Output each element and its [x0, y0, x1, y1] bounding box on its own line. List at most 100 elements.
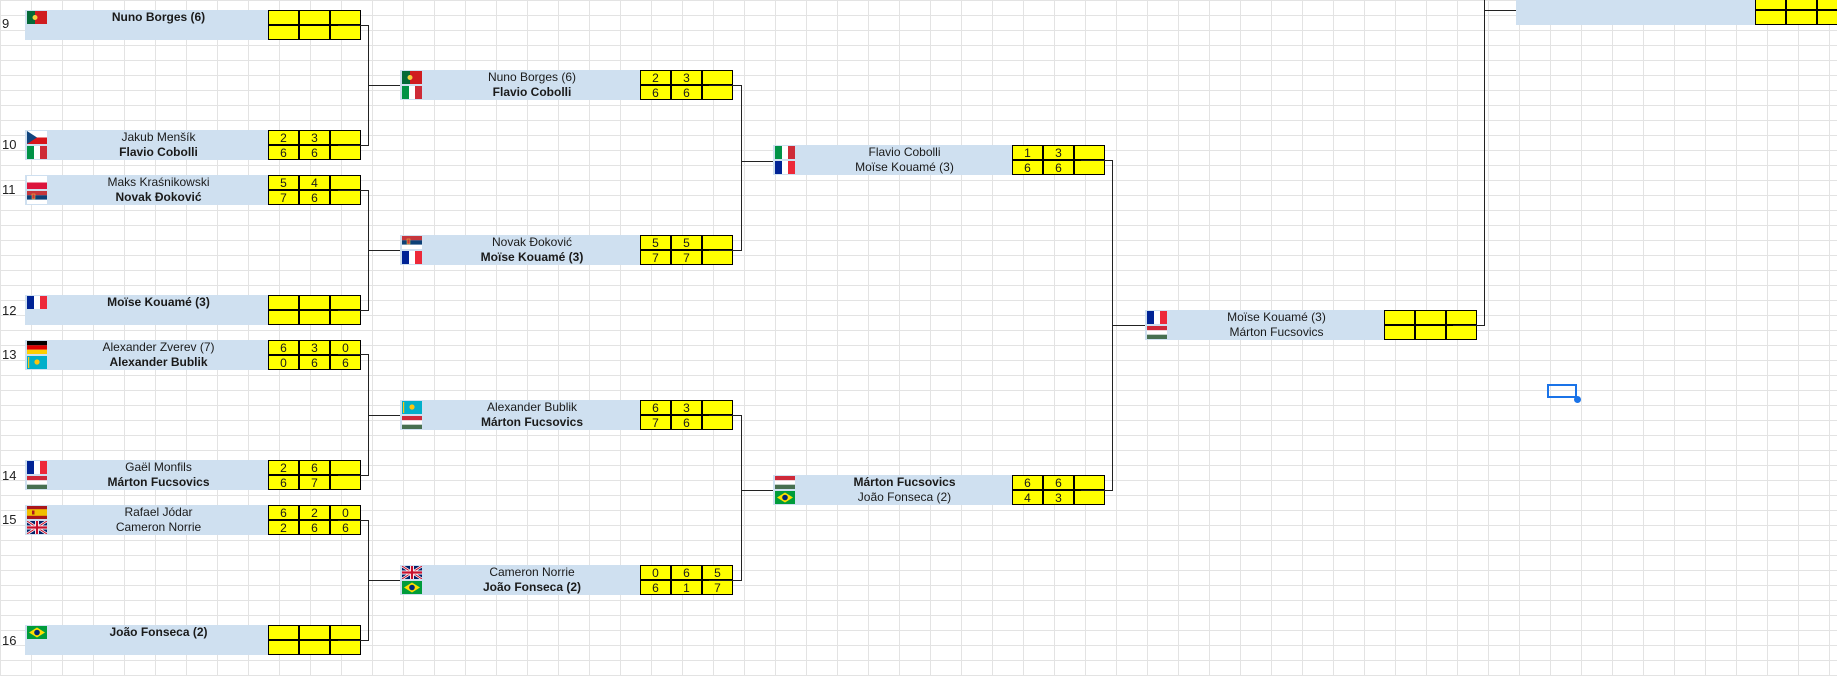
player-name[interactable]: Nuno Borges (6)	[49, 10, 268, 25]
set-score-cell[interactable]	[330, 130, 361, 145]
set-score-cell[interactable]: 3	[299, 130, 330, 145]
set-score-cell[interactable]: 5	[671, 235, 702, 250]
set-score-cell[interactable]	[299, 625, 330, 640]
set-score-cell[interactable]	[1415, 325, 1446, 340]
set-score-cell[interactable]: 6	[268, 475, 299, 490]
set-score-cell[interactable]: 6	[299, 355, 330, 370]
set-score-cell[interactable]	[330, 310, 361, 325]
player-name[interactable]: Flavio Cobolli	[424, 85, 640, 100]
set-score-cell[interactable]: 6	[1012, 160, 1043, 175]
set-score-cell[interactable]	[702, 415, 733, 430]
player-name[interactable]: Márton Fucsovics	[49, 475, 268, 490]
player-name[interactable]: Moïse Kouamé (3)	[1169, 310, 1384, 325]
player-row[interactable]: Novak Đoković	[400, 235, 733, 250]
flag-cell[interactable]	[25, 295, 49, 310]
player-name[interactable]: Moïse Kouamé (3)	[797, 160, 1012, 175]
flag-cell[interactable]	[25, 505, 49, 520]
set-score-cell[interactable]: 6	[299, 190, 330, 205]
set-score-cell[interactable]: 5	[640, 235, 671, 250]
player-name[interactable]: Gaël Monfils	[49, 460, 268, 475]
set-score-cell[interactable]: 0	[330, 340, 361, 355]
player-row[interactable]: Novak Đoković	[25, 190, 361, 205]
set-score-cell[interactable]: 0	[330, 505, 361, 520]
set-score-cell[interactable]: 4	[1012, 490, 1043, 505]
player-name[interactable]: Márton Fucsovics	[797, 475, 1012, 490]
player-name[interactable]: Rafael Jódar	[49, 505, 268, 520]
set-score-cell[interactable]: 7	[640, 250, 671, 265]
player-name[interactable]: João Fonseca (2)	[797, 490, 1012, 505]
set-score-cell[interactable]	[330, 175, 361, 190]
set-score-cell[interactable]: 6	[299, 145, 330, 160]
player-name[interactable]: Cameron Norrie	[424, 565, 640, 580]
set-score-cell[interactable]: 3	[1043, 490, 1074, 505]
flag-cell[interactable]	[25, 520, 49, 535]
player-row[interactable]	[1516, 0, 1837, 10]
player-row[interactable]: Moïse Kouamé (3)	[1145, 310, 1477, 325]
set-score-cell[interactable]	[330, 10, 361, 25]
set-score-cell[interactable]: 1	[671, 580, 702, 595]
set-score-cell[interactable]: 7	[702, 580, 733, 595]
set-score-cell[interactable]	[299, 295, 330, 310]
flag-cell[interactable]	[400, 250, 424, 265]
set-score-cell[interactable]: 6	[671, 415, 702, 430]
set-score-cell[interactable]	[268, 295, 299, 310]
player-row[interactable]: Márton Fucsovics	[773, 475, 1105, 490]
player-row[interactable]: Moïse Kouamé (3)	[25, 295, 361, 310]
player-row[interactable]	[1516, 10, 1837, 25]
set-score-cell[interactable]: 6	[1012, 475, 1043, 490]
set-score-cell[interactable]	[330, 295, 361, 310]
set-score-cell[interactable]	[1817, 10, 1837, 25]
player-row[interactable]	[25, 310, 361, 325]
set-score-cell[interactable]: 2	[268, 130, 299, 145]
flag-cell[interactable]	[25, 640, 49, 655]
set-score-cell[interactable]: 6	[671, 85, 702, 100]
set-score-cell[interactable]: 7	[268, 190, 299, 205]
player-row[interactable]: Rafael Jódar	[25, 505, 361, 520]
player-name[interactable]: Novak Đoković	[424, 235, 640, 250]
set-score-cell[interactable]	[330, 25, 361, 40]
set-score-cell[interactable]	[268, 625, 299, 640]
set-score-cell[interactable]	[268, 640, 299, 655]
player-name[interactable]	[49, 640, 268, 655]
player-row[interactable]: Alexander Bublik	[25, 355, 361, 370]
set-score-cell[interactable]	[268, 25, 299, 40]
set-score-cell[interactable]: 6	[268, 145, 299, 160]
player-name[interactable]: Márton Fucsovics	[424, 415, 640, 430]
flag-cell[interactable]	[25, 25, 49, 40]
flag-cell[interactable]	[25, 460, 49, 475]
player-name[interactable]: João Fonseca (2)	[424, 580, 640, 595]
set-score-cell[interactable]	[1755, 0, 1786, 10]
player-name[interactable]: Flavio Cobolli	[49, 145, 268, 160]
flag-cell[interactable]	[25, 625, 49, 640]
player-row[interactable]: Flavio Cobolli	[400, 85, 733, 100]
player-name[interactable]: Márton Fucsovics	[1169, 325, 1384, 340]
set-score-cell[interactable]	[1074, 475, 1105, 490]
flag-cell[interactable]	[25, 10, 49, 25]
set-score-cell[interactable]	[702, 235, 733, 250]
player-row[interactable]: Márton Fucsovics	[25, 475, 361, 490]
set-score-cell[interactable]	[330, 475, 361, 490]
set-score-cell[interactable]: 6	[268, 505, 299, 520]
flag-cell[interactable]	[1516, 0, 1540, 10]
set-score-cell[interactable]	[299, 640, 330, 655]
set-score-cell[interactable]: 6	[640, 400, 671, 415]
set-score-cell[interactable]	[1415, 310, 1446, 325]
flag-cell[interactable]	[400, 85, 424, 100]
flag-cell[interactable]	[25, 145, 49, 160]
player-row[interactable]: João Fonseca (2)	[400, 580, 733, 595]
set-score-cell[interactable]: 3	[299, 340, 330, 355]
player-row[interactable]: Flavio Cobolli	[773, 145, 1105, 160]
player-row[interactable]: Moïse Kouamé (3)	[773, 160, 1105, 175]
set-score-cell[interactable]	[702, 250, 733, 265]
player-name[interactable]	[1540, 0, 1755, 10]
set-score-cell[interactable]	[330, 460, 361, 475]
player-row[interactable]: Nuno Borges (6)	[25, 10, 361, 25]
flag-cell[interactable]	[25, 310, 49, 325]
set-score-cell[interactable]	[1755, 10, 1786, 25]
set-score-cell[interactable]: 6	[640, 85, 671, 100]
set-score-cell[interactable]: 6	[330, 520, 361, 535]
set-score-cell[interactable]	[1446, 325, 1477, 340]
player-row[interactable]: Cameron Norrie	[25, 520, 361, 535]
set-score-cell[interactable]	[1786, 0, 1817, 10]
player-row[interactable]: Nuno Borges (6)	[400, 70, 733, 85]
